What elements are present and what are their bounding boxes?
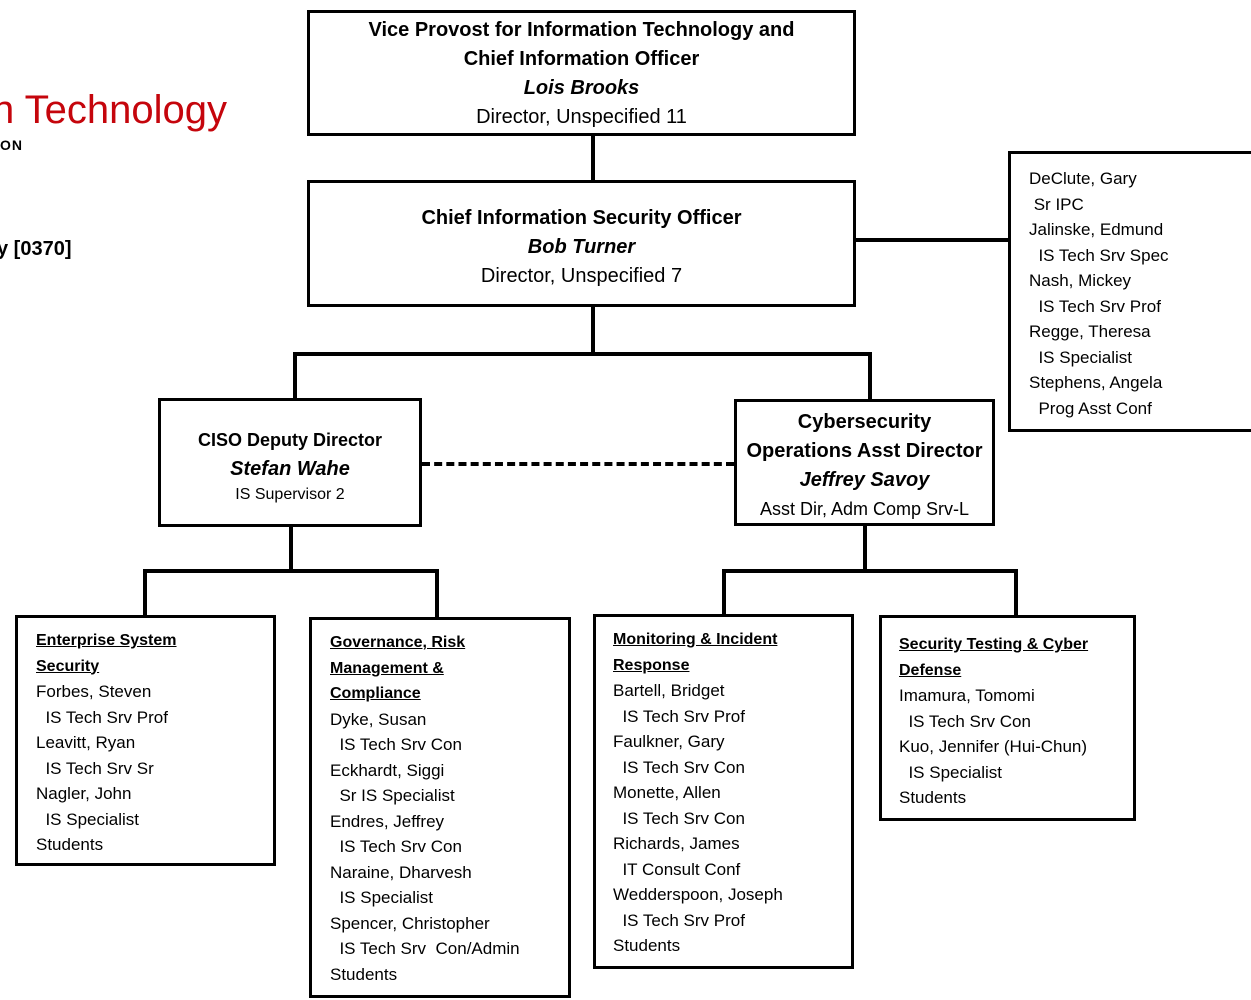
connector-ciso-down [591, 306, 595, 354]
member-item: Endres, Jeffrey [330, 811, 445, 831]
connector-deputy-horizontal [143, 569, 439, 573]
member-item: Forbes, Steven [36, 682, 152, 701]
member-item: Monette, Allen [613, 783, 721, 802]
team-heading: Security [36, 657, 100, 675]
brand-title: n Technology [0, 88, 227, 132]
member-item: Students [613, 936, 681, 955]
cio-box: Vice Provost for Information Technology … [307, 10, 856, 136]
staff-item: Prog Asst Conf [1029, 398, 1152, 418]
member-item: Students [899, 788, 967, 807]
team-heading: Response [613, 656, 690, 674]
member-item: IS Specialist [36, 809, 139, 829]
connector-cyberops-horizontal [722, 569, 1018, 573]
member-item: Richards, James [613, 834, 740, 853]
team-heading: Security Testing & Cyber [899, 636, 1089, 653]
ciso-staff-box: DeClute, Gary Sr IPC Jalinske, Edmund IS… [1008, 151, 1251, 432]
team-heading: Enterprise System [36, 632, 177, 649]
ciso-name: Bob Turner [527, 236, 636, 258]
team-heading: Defense [899, 661, 962, 679]
deputy-name: Stefan Wahe [230, 458, 350, 480]
cyberops-title-line2: Operations Asst Director [746, 440, 983, 462]
staff-item: IS Tech Srv Spec [1029, 245, 1169, 265]
connector-ciso-staff [855, 238, 1010, 242]
ciso-box: Chief Information Security Officer Bob T… [307, 180, 856, 307]
member-item: IS Tech Srv Con [613, 757, 745, 777]
connector-deputy-down [289, 525, 293, 571]
member-item: IS Tech Srv Con/Admin [330, 939, 520, 958]
member-item: IS Tech Srv Prof [613, 910, 745, 930]
member-item: Sr IS Specialist [330, 786, 455, 805]
member-item: Kuo, Jennifer (Hui-Chun) [899, 737, 1088, 756]
connector-to-deputy [293, 352, 297, 399]
staff-item: Jalinske, Edmund [1029, 220, 1164, 239]
staff-item: IS Tech Srv Prof [1029, 296, 1161, 316]
member-item: Imamura, Tomomi [899, 686, 1035, 705]
deputy-title: CISO Deputy Director [197, 430, 383, 450]
member-item: Leavitt, Ryan [36, 733, 136, 752]
department-label: y [0370] [0, 238, 72, 260]
cyberops-position: Asst Dir, Adm Comp Srv-L [759, 499, 970, 519]
member-item: IS Tech Srv Con [330, 837, 462, 856]
connector-ciso-horizontal [293, 352, 872, 356]
member-item: IS Specialist [330, 888, 433, 907]
member-item: Students [330, 964, 398, 984]
cyberops-title-line1: Cybersecurity [797, 411, 932, 433]
team-heading: Management & [330, 659, 444, 677]
staff-item: DeClute, Gary [1029, 169, 1137, 188]
member-item: IS Tech Srv Sr [36, 758, 154, 778]
cio-position: Director, Unspecified 11 [476, 106, 687, 128]
member-item: Bartell, Bridget [613, 681, 725, 700]
ciso-position: Director, Unspecified 7 [480, 265, 683, 287]
staff-item: Nash, Mickey [1029, 271, 1132, 290]
connector-to-team-grc [435, 569, 439, 619]
connector-to-team-mir [722, 569, 726, 616]
member-item: Dyke, Susan [330, 709, 427, 729]
member-item: Eckhardt, Siggi [330, 760, 445, 780]
staff-item: Stephens, Angela [1029, 373, 1163, 392]
connector-to-team-stcd [1014, 569, 1018, 617]
team-enterprise-system-security: Enterprise System Security Forbes, Steve… [15, 615, 276, 866]
deputy-position: IS Supervisor 2 [235, 486, 345, 503]
cio-title-line2: Chief Information Officer [463, 48, 700, 70]
staff-item: IS Specialist [1029, 347, 1132, 367]
connector-to-team-ess [143, 569, 147, 617]
member-item: IT Consult Conf [613, 859, 741, 879]
member-item: Students [36, 835, 104, 854]
member-item: Nagler, John [36, 784, 132, 803]
member-item: IS Tech Srv Con [899, 711, 1031, 731]
member-item: Spencer, Christopher [330, 913, 490, 933]
cyberops-box: Cybersecurity Operations Asst Director J… [734, 399, 995, 526]
dotted-line-deputy-cyberops [422, 462, 734, 466]
member-item: IS Tech Srv Con [613, 808, 745, 828]
member-item: IS Specialist [899, 762, 1002, 782]
connector-cyberops-down [863, 524, 867, 571]
team-heading: Compliance [330, 685, 421, 702]
cio-name: Lois Brooks [523, 77, 640, 99]
member-item: Wedderspoon, Joseph [613, 885, 783, 904]
staff-item: Sr IPC [1029, 194, 1084, 214]
team-heading: Monitoring & Incident [613, 631, 778, 648]
deputy-box: CISO Deputy Director Stefan Wahe IS Supe… [158, 398, 422, 527]
member-item: Faulkner, Gary [613, 732, 725, 751]
member-item: IS Tech Srv Con [330, 735, 462, 754]
team-security-testing-cyber-defense: Security Testing & Cyber Defense Imamura… [879, 615, 1136, 821]
member-item: IS Tech Srv Prof [36, 707, 168, 727]
ciso-title: Chief Information Security Officer [421, 207, 742, 229]
brand-subtitle: ON [0, 137, 23, 153]
connector-cio-ciso [591, 135, 595, 182]
connector-to-cyberops [868, 352, 872, 401]
member-item: Naraine, Dharvesh [330, 862, 472, 882]
team-governance-risk-compliance: Governance, Risk Management & Compliance… [309, 617, 571, 998]
team-monitoring-incident-response: Monitoring & Incident Response Bartell, … [593, 614, 854, 969]
team-heading: Governance, Risk [330, 634, 466, 651]
cyberops-name: Jeffrey Savoy [799, 469, 930, 491]
member-item: IS Tech Srv Prof [613, 706, 745, 726]
cio-title-line1: Vice Provost for Information Technology … [368, 19, 795, 41]
staff-item: Regge, Theresa [1029, 322, 1151, 341]
